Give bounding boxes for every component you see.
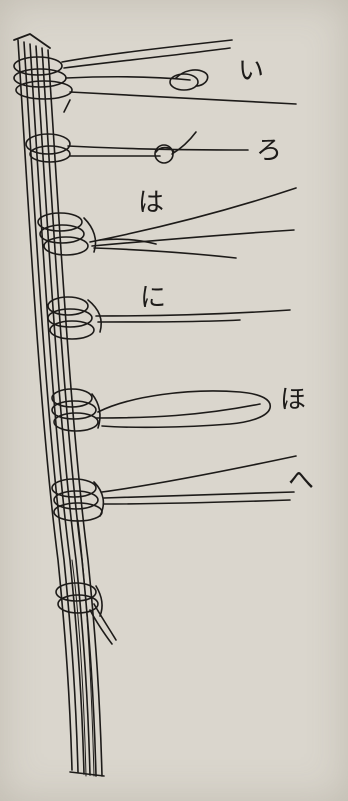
knot-ha (38, 188, 296, 258)
knot-ho (52, 389, 270, 431)
knot-label-he: へ (288, 468, 314, 494)
knot-label-ho: ほ (280, 387, 306, 413)
knot-ni (48, 297, 290, 339)
knot-he (52, 456, 296, 521)
knot-label-ro: ろ (256, 138, 282, 164)
knot-label-i: い (238, 58, 264, 84)
knot-ro (26, 132, 248, 163)
knot-label-ha: は (138, 190, 164, 216)
knot-label-ni: に (140, 285, 166, 311)
main-cord-bundle (14, 34, 116, 776)
